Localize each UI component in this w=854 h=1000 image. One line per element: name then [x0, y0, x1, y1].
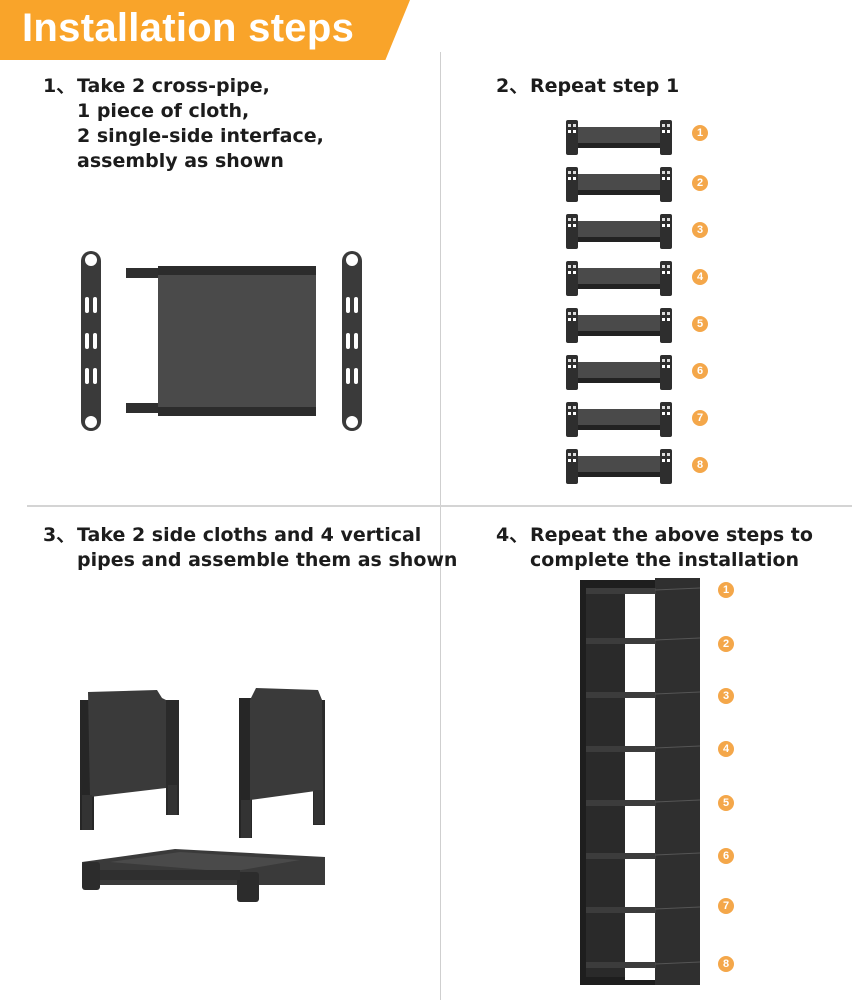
- side-cloth-right: [239, 688, 325, 838]
- rack-panel-seam: [654, 906, 701, 910]
- step-number-badge: 2: [692, 175, 708, 191]
- shelf-base: [82, 849, 325, 902]
- tier-number-badge: 6: [718, 848, 734, 864]
- shelf-unit: [566, 214, 672, 249]
- tier-number-badge: 7: [718, 898, 734, 914]
- rack-panel-seam: [654, 691, 701, 695]
- shelf-unit: [566, 120, 672, 155]
- step-number-badge: 6: [692, 363, 708, 379]
- step-1-line: Take 2 cross-pipe,: [77, 75, 270, 97]
- shelf-unit: [566, 355, 672, 390]
- step-number-badge: 4: [692, 269, 708, 285]
- tier-number-badge: 8: [718, 956, 734, 972]
- rack-panel-seam: [654, 852, 701, 856]
- tier-number-badge: 5: [718, 795, 734, 811]
- rack-shelf: [586, 746, 656, 752]
- step-1-line: assembly as shown: [77, 150, 284, 172]
- shelf-unit: [566, 167, 672, 202]
- single-side-interface-left: [81, 251, 101, 431]
- tier-number-badge: 4: [718, 741, 734, 757]
- step-1-number: 1、: [43, 75, 76, 97]
- step-4-line: complete the installation: [530, 549, 800, 571]
- rack-panel-seam: [654, 961, 701, 965]
- page-title: Installation steps: [22, 6, 355, 50]
- vertical-divider: [440, 52, 441, 1000]
- rack-shelf: [586, 962, 656, 968]
- rack-shelf: [586, 800, 656, 806]
- step-2-number: 2、: [496, 75, 529, 97]
- step-4-line: Repeat the above steps to: [530, 524, 813, 546]
- step-1-instructions: 1、Take 2 cross-pipe, 1 piece of cloth, 2…: [43, 74, 324, 174]
- horizontal-divider: [27, 505, 852, 507]
- side-cloth-left: [80, 690, 179, 830]
- rack-shelf: [586, 588, 656, 594]
- rack-panel-seam: [654, 587, 701, 591]
- step-3-line: Take 2 side cloths and 4 vertical: [77, 524, 422, 546]
- step-4-instructions: 4、Repeat the above steps to complete the…: [496, 523, 813, 573]
- shelf-unit: [566, 449, 672, 484]
- step-3-line: pipes and assemble them as shown: [77, 549, 458, 571]
- shelf-unit: [566, 402, 672, 437]
- single-side-interface-right: [342, 251, 362, 431]
- rack-shelf: [586, 692, 656, 698]
- header-banner: [0, 0, 410, 60]
- shelf-unit: [566, 261, 672, 296]
- tier-number-badge: 1: [718, 582, 734, 598]
- rack-shelf: [586, 907, 656, 913]
- step-2-line: Repeat step 1: [530, 75, 680, 97]
- rack-panel-seam: [654, 745, 701, 749]
- step-number-badge: 8: [692, 457, 708, 473]
- step-number-badge: 5: [692, 316, 708, 332]
- step-2-instructions: 2、Repeat step 1: [496, 74, 679, 99]
- step-number-badge: 3: [692, 222, 708, 238]
- step-1-line: 2 single-side interface,: [77, 125, 324, 147]
- step-number-badge: 7: [692, 410, 708, 426]
- shelf-unit: [566, 308, 672, 343]
- step-3-instructions: 3、Take 2 side cloths and 4 vertical pipe…: [43, 523, 457, 573]
- rack-panel-seam: [654, 799, 701, 803]
- cloth-with-cross-pipes: [126, 266, 316, 416]
- rack-shelf: [586, 853, 656, 859]
- rack-shelf: [586, 638, 656, 644]
- step-number-badge: 1: [692, 125, 708, 141]
- tier-number-badge: 3: [718, 688, 734, 704]
- rack-panel-seam: [654, 637, 701, 641]
- step-1-line: 1 piece of cloth,: [77, 100, 250, 122]
- step-4-number: 4、: [496, 524, 529, 546]
- tier-number-badge: 2: [718, 636, 734, 652]
- step-3-number: 3、: [43, 524, 76, 546]
